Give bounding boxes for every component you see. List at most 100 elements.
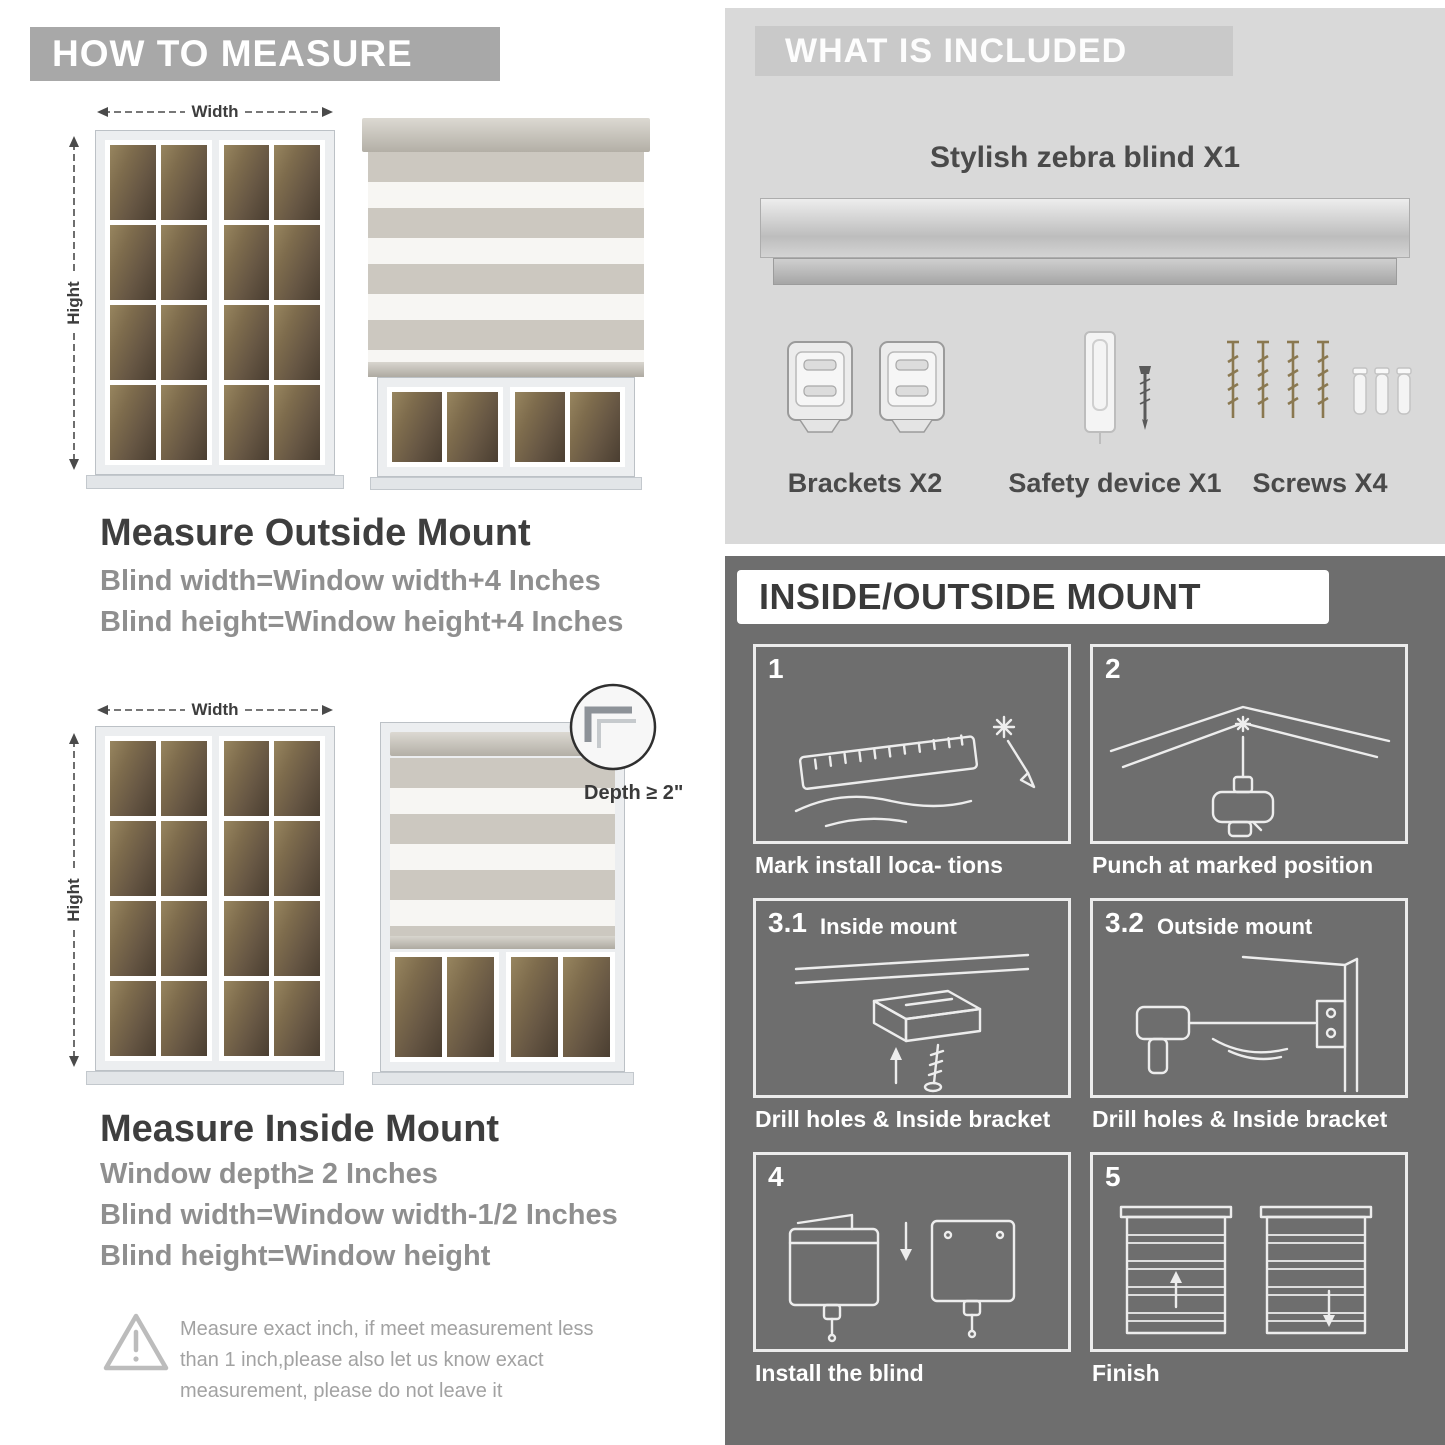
how-to-measure-banner: HOW TO MEASURE	[30, 27, 500, 81]
step-3-1-caption: Drill holes & Inside bracket	[755, 1106, 1051, 1132]
window-pane	[447, 957, 494, 1057]
window-sill	[86, 475, 344, 489]
window-pane	[160, 821, 207, 896]
window-sill	[86, 1071, 344, 1085]
window-under-blind	[377, 377, 635, 477]
window-sash-right	[218, 140, 325, 465]
outside-mount-line1: Blind width=Window width+4 Inches	[100, 565, 601, 597]
outside-mount-line2: Blind height=Window height+4 Inches	[100, 606, 624, 638]
step-1-caption: Mark install loca- tions	[755, 852, 1003, 878]
what-is-included-panel: WHAT IS INCLUDED Stylish zebra blind X1	[725, 8, 1445, 544]
window-pane	[110, 145, 156, 220]
window-pane	[110, 901, 156, 976]
window-pane	[563, 957, 610, 1057]
brackets-label: Brackets X2	[787, 468, 943, 498]
window-pane	[274, 145, 320, 220]
step-3-1-panel: 3.1 Inside mount	[753, 898, 1071, 1098]
window-pane	[223, 901, 270, 976]
step-1-panel: 1	[753, 644, 1071, 844]
window-pane	[110, 741, 156, 816]
step-1-number: 1	[768, 653, 784, 684]
window-pane	[395, 957, 442, 1057]
window-pane	[392, 392, 443, 462]
brackets-icon	[787, 341, 945, 433]
blind-zebra-body	[368, 152, 644, 362]
outside-width-label: Width	[185, 102, 245, 122]
step-3-2-title: Outside mount	[1157, 914, 1313, 939]
mount-banner: INSIDE/OUTSIDE MOUNT	[737, 570, 1329, 624]
inside-mount-line3: Blind height=Window height	[100, 1240, 491, 1272]
window-sash-left	[105, 140, 212, 465]
step-5-panel: 5	[1090, 1152, 1408, 1352]
window-pane	[223, 981, 270, 1056]
step-3-2-number: 3.2	[1105, 907, 1144, 938]
window-pane	[110, 821, 156, 896]
what-is-included-banner: WHAT IS INCLUDED	[755, 26, 1233, 76]
safety-device-label: Safety device X1	[1008, 468, 1222, 498]
measuring-tape-illustration-icon	[794, 715, 1036, 828]
window-pane	[511, 957, 558, 1057]
window-pane	[274, 741, 320, 816]
outside-width-arrow: Width	[95, 100, 335, 124]
step-3-2-panel: 3.2 Outside mount	[1090, 898, 1408, 1098]
step-3-1-title: Inside mount	[820, 914, 957, 939]
window-pane	[223, 741, 270, 816]
safety-device-icon	[1084, 331, 1151, 444]
window-pane	[110, 981, 156, 1056]
step-4-caption: Install the blind	[755, 1360, 924, 1386]
inside-mount-line2: Blind width=Window width-1/2 Inches	[100, 1199, 618, 1231]
outside-height-arrow: Hight	[62, 133, 86, 473]
step-5-caption: Finish	[1092, 1360, 1160, 1386]
measure-warning-text: Measure exact inch, if meet measurement …	[180, 1318, 594, 1402]
window-pane	[274, 821, 320, 896]
step-3-2-caption: Drill holes & Inside bracket	[1092, 1106, 1388, 1132]
outside-bracket-illustration-icon	[1135, 955, 1359, 1093]
window-pane	[274, 385, 320, 460]
window-pane	[274, 981, 320, 1056]
step-4-number: 4	[768, 1161, 784, 1192]
window-pane	[223, 145, 270, 220]
headrail-illustration	[760, 198, 1410, 258]
window-pane	[160, 305, 207, 380]
window-illustration-outside	[95, 130, 335, 475]
window-pane	[274, 305, 320, 380]
inside-mount-blind	[380, 722, 625, 1072]
depth-label: Depth ≥ 2"	[584, 782, 684, 804]
window-sill	[370, 477, 642, 490]
inside-bracket-illustration-icon	[794, 953, 1030, 1093]
window-pane	[110, 305, 156, 380]
window-pane	[274, 901, 320, 976]
width-arrow-icon	[97, 107, 333, 117]
drill-illustration-icon	[1109, 705, 1391, 838]
screws-icon	[1227, 340, 1412, 418]
warning-triangle-icon	[103, 1313, 169, 1371]
window-pane	[160, 385, 207, 460]
blind-cassette	[362, 118, 650, 152]
window-pane	[447, 392, 498, 462]
inside-mount-line1: Window depth≥ 2 Inches	[100, 1158, 438, 1190]
inside-width-arrow: Width	[95, 698, 335, 722]
outside-height-label: Hight	[64, 275, 84, 331]
inside-width-label: Width	[185, 700, 245, 720]
height-arrow-icon	[69, 136, 79, 470]
blind-bottom-rail	[368, 362, 644, 377]
depth-detail-circle-icon	[569, 683, 657, 771]
mount-panel: INSIDE/OUTSIDE MOUNT 1 Mark install loc	[725, 556, 1445, 1445]
outside-mount-heading: Measure Outside Mount	[100, 512, 531, 554]
window-pane	[274, 225, 320, 300]
window-pane	[223, 821, 270, 896]
window-pane	[223, 385, 270, 460]
step-2-number: 2	[1105, 653, 1121, 684]
inside-height-arrow: Hight	[62, 730, 86, 1070]
window-pane	[160, 741, 207, 816]
valance-illustration	[773, 258, 1397, 285]
window-pane	[223, 305, 270, 380]
window-pane	[514, 392, 565, 462]
window-pane	[569, 392, 620, 462]
step-2-caption: Punch at marked position	[1092, 852, 1374, 878]
inside-mount-heading: Measure Inside Mount	[100, 1108, 500, 1150]
window-illustration-inside	[95, 726, 335, 1071]
product-label: Stylish zebra blind X1	[929, 141, 1241, 174]
inside-height-label: Hight	[64, 872, 84, 928]
